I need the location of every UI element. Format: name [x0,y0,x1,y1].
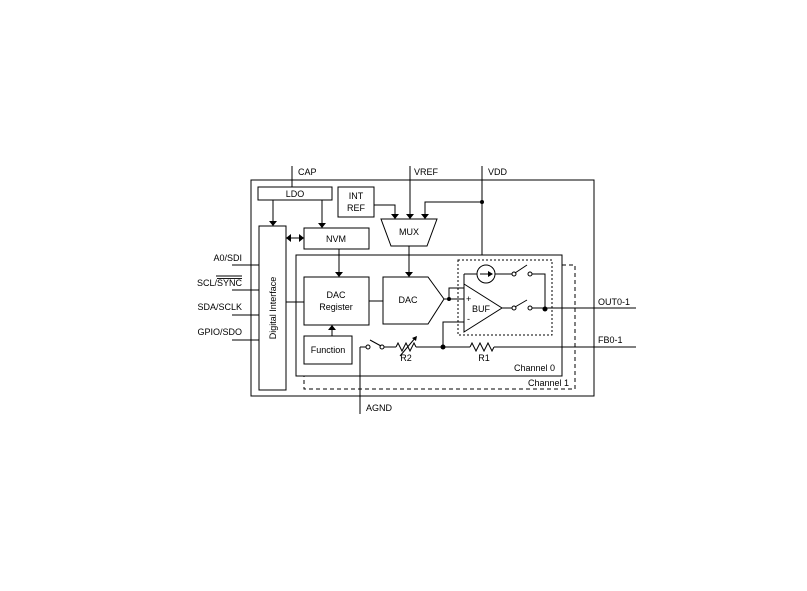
nvm-label: NVM [326,234,346,244]
vref-pin-label: VREF [414,167,439,177]
output-switch-region [457,259,553,336]
a0-sdi-pin-label: A0/SDI [213,253,242,263]
ldo-label: LDO [286,189,305,199]
mux-block [380,218,438,247]
channel1-label: Channel 1 [528,378,569,388]
r2-resistor [395,341,417,353]
agnd-pin-label: AGND [366,403,393,413]
cap-pin-label: CAP [298,167,317,177]
out-pin-label: OUT0-1 [598,297,630,307]
buf-plus-label: + [466,294,471,304]
sda-sclk-pin-label: SDA/SCLK [197,302,242,312]
digital-interface-label: Digital Interface [268,277,278,340]
function-label: Function [311,345,346,355]
int-ref-label-line2: REF [347,203,366,213]
dac-register-label-line1: DAC [326,290,346,300]
dac-block [382,276,445,325]
mux-label: MUX [399,227,419,237]
scl-sync-pin-label: SCL/SYNC [197,278,243,288]
function-block [303,335,353,365]
channel0-label: Channel 0 [514,363,555,373]
gpio-sdo-pin-label: GPIO/SDO [197,327,242,337]
dac-label: DAC [398,295,418,305]
r1-label: R1 [478,353,490,363]
channel0-outline [295,254,563,377]
int-ref-label-line1: INT [349,191,364,201]
vdd-pin-label: VDD [488,167,508,177]
dac-register-label-line2: Register [319,302,353,312]
buf-minus-label: - [467,314,470,324]
digital-interface-block [258,225,287,391]
int-ref-block [337,186,375,218]
channel1-outline [303,264,576,390]
buf-amplifier [463,283,503,333]
chip-outline [250,179,595,397]
dac-register-block [303,276,370,326]
r1-resistor [469,341,495,353]
fb-pin-label: FB0-1 [598,335,623,345]
ldo-block [257,186,333,201]
r2-label: R2 [400,353,412,363]
buf-label: BUF [472,304,491,314]
